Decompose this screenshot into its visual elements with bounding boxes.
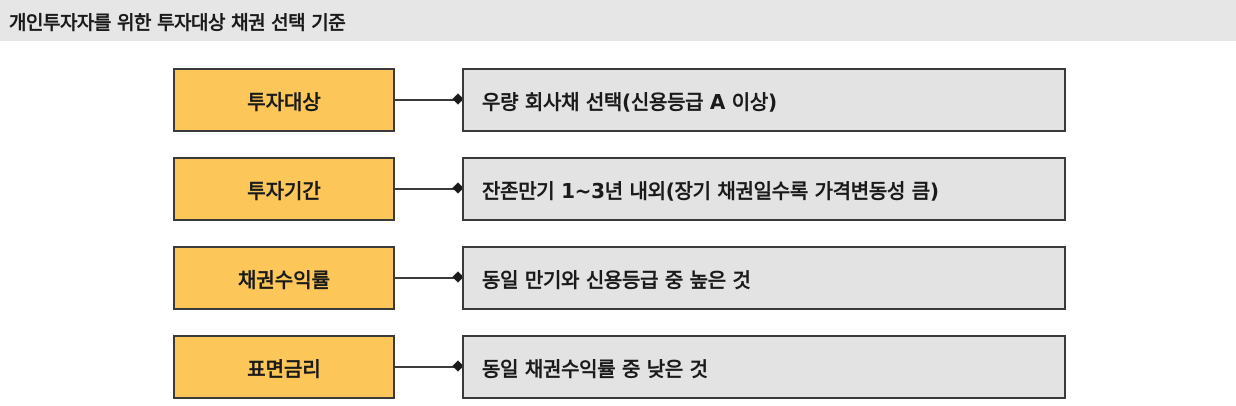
connector-line (395, 99, 462, 101)
criteria-row-coupon-rate: 표면금리 동일 채권수익률 중 낮은 것 (0, 335, 1236, 399)
connector-line (395, 277, 462, 279)
connector-line (395, 366, 462, 368)
title-bar: 개인투자자를 위한 투자대상 채권 선택 기준 (0, 0, 1236, 41)
criteria-description: 잔존만기 1~3년 내외(장기 채권일수록 가격변동성 큼) (462, 157, 1066, 221)
criteria-label: 채권수익률 (173, 246, 395, 310)
criteria-row-investment-period: 투자기간 잔존만기 1~3년 내외(장기 채권일수록 가격변동성 큼) (0, 157, 1236, 221)
criteria-description: 동일 채권수익률 중 낮은 것 (462, 335, 1066, 399)
criteria-description: 우량 회사채 선택(신용등급 A 이상) (462, 68, 1066, 132)
criteria-label: 표면금리 (173, 335, 395, 399)
criteria-label: 투자기간 (173, 157, 395, 221)
criteria-label: 투자대상 (173, 68, 395, 132)
criteria-description: 동일 만기와 신용등급 중 높은 것 (462, 246, 1066, 310)
criteria-row-investment-target: 투자대상 우량 회사채 선택(신용등급 A 이상) (0, 68, 1236, 132)
criteria-row-bond-yield: 채권수익률 동일 만기와 신용등급 중 높은 것 (0, 246, 1236, 310)
connector-line (395, 188, 462, 190)
diagram-title: 개인투자자를 위한 투자대상 채권 선택 기준 (9, 12, 346, 34)
